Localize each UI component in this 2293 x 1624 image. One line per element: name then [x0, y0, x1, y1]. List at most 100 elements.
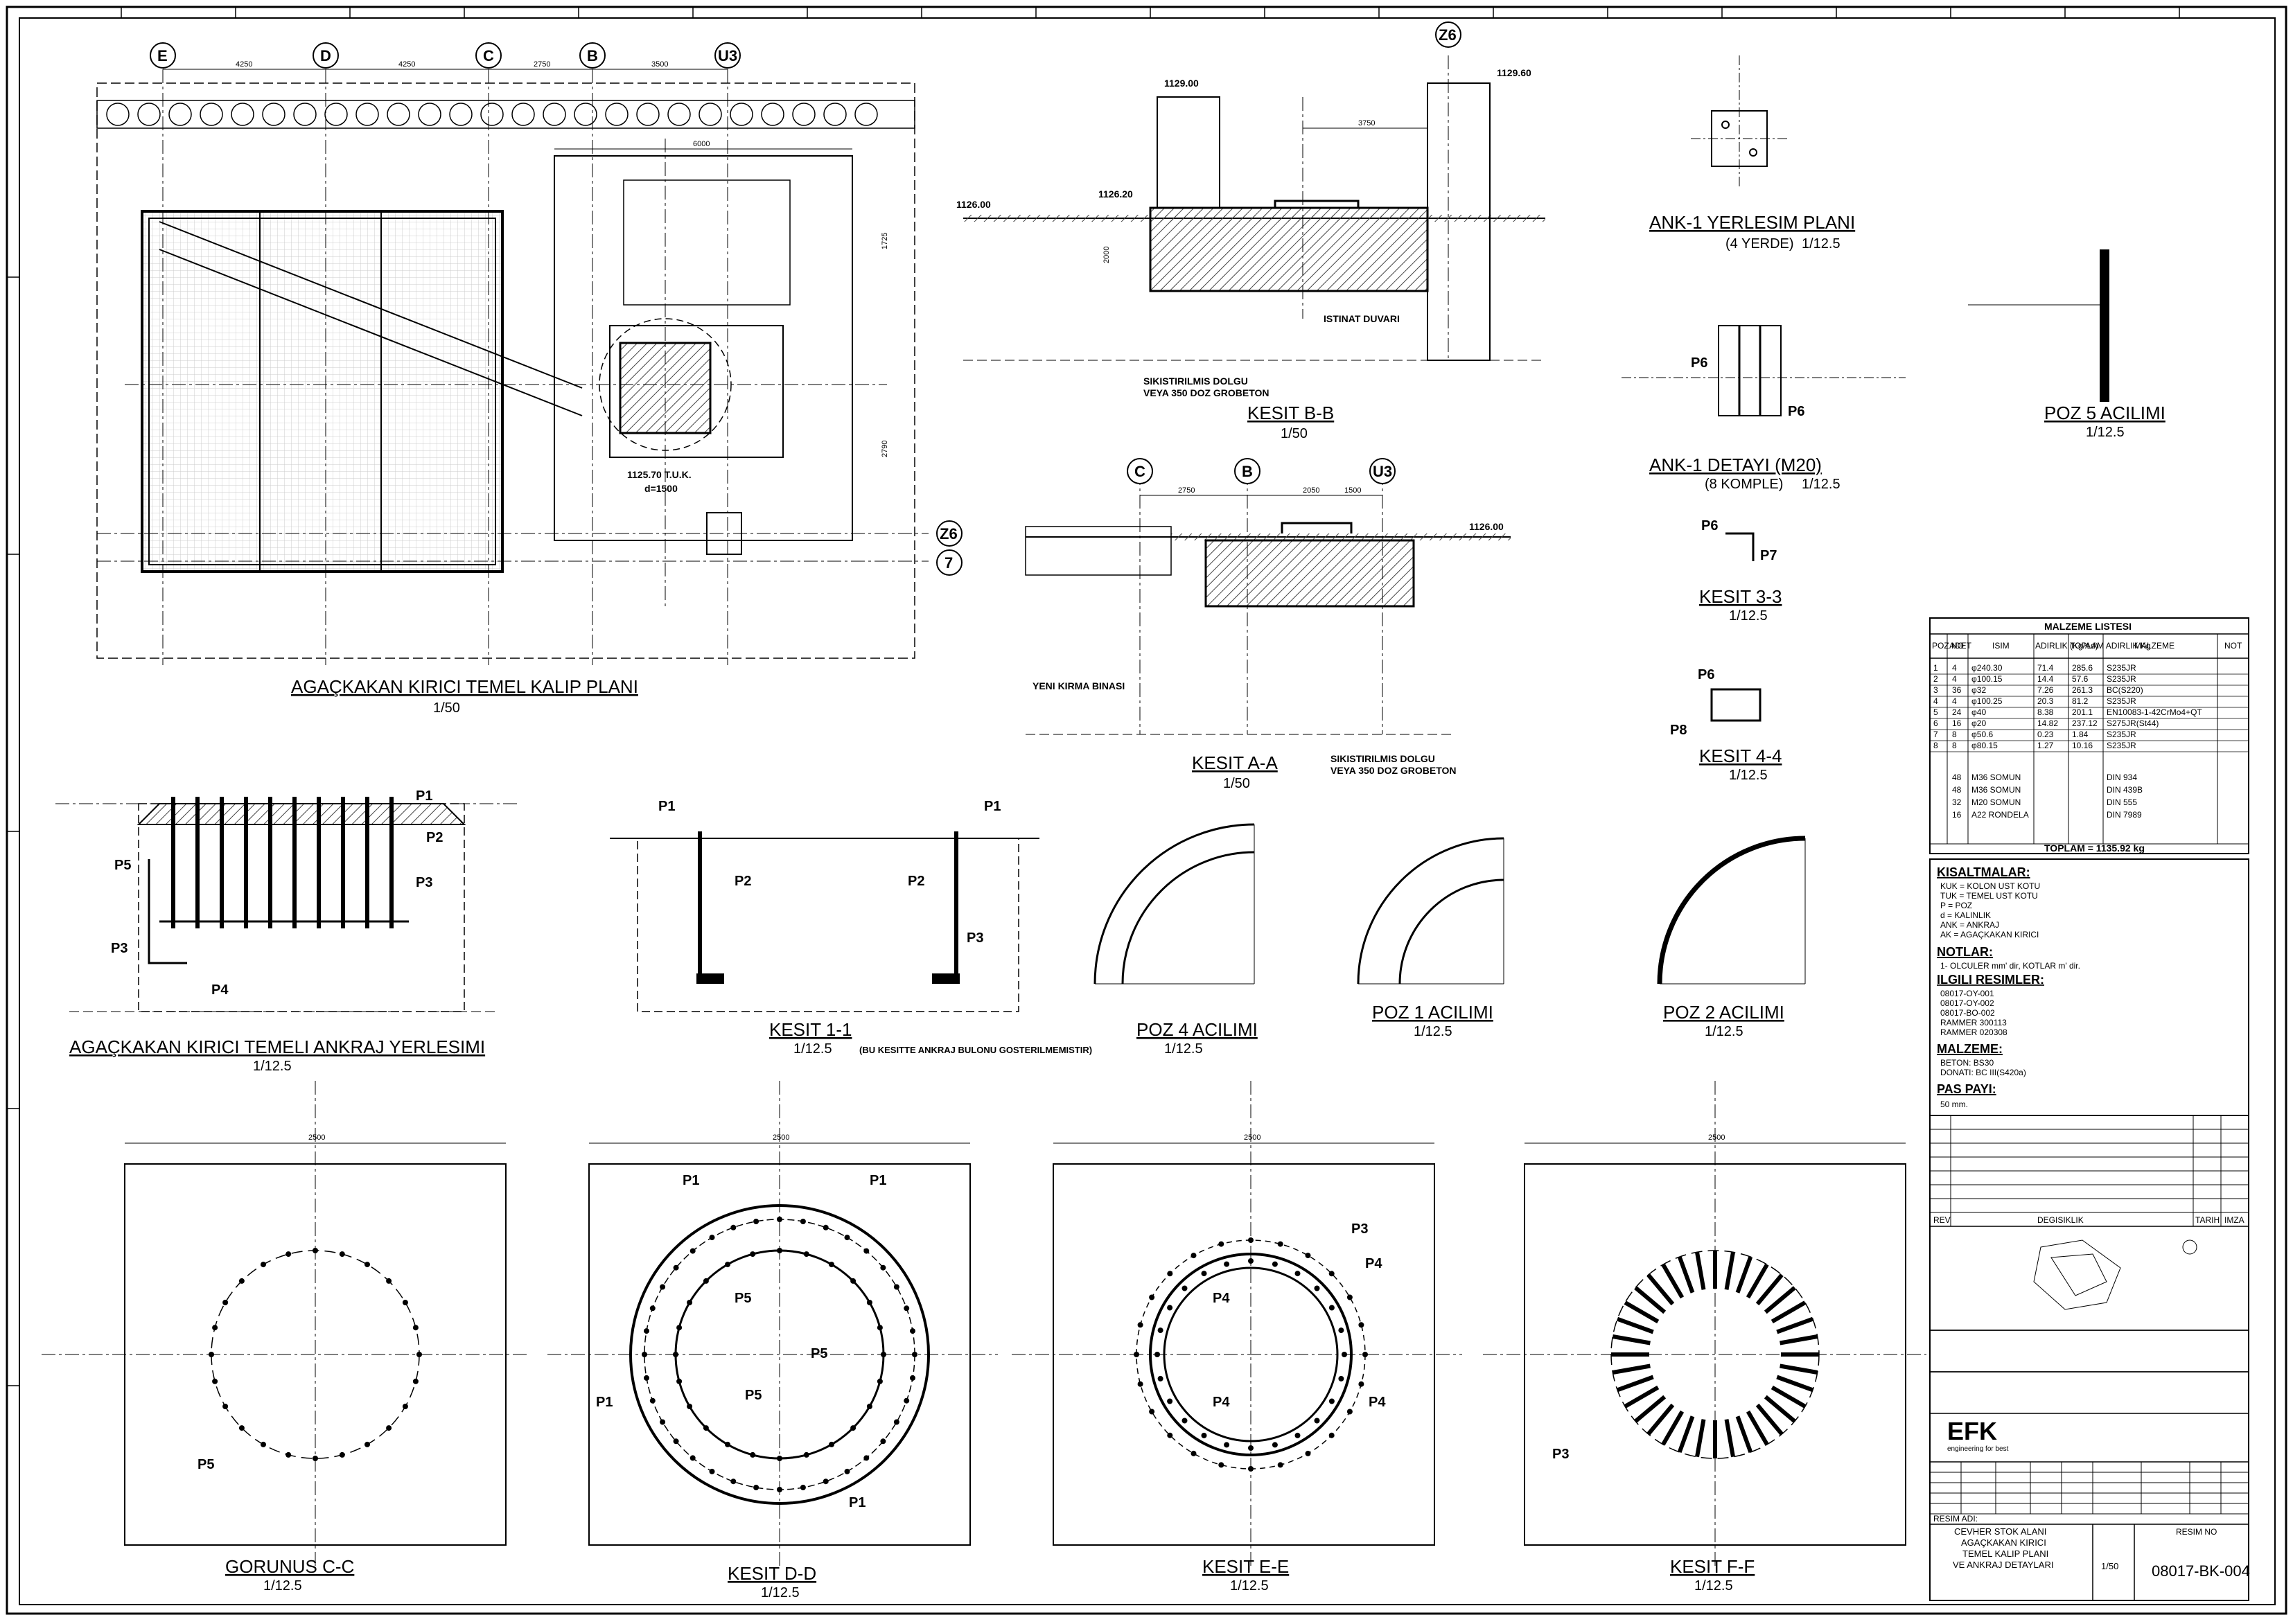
- bolt-mark: [1277, 1462, 1283, 1468]
- pas-title: PAS PAYI:: [1937, 1082, 1996, 1096]
- bolt-mark: [1181, 1285, 1188, 1291]
- dd-p1-c: P1: [596, 1395, 613, 1410]
- cc-title: GORUNUS C-C: [225, 1556, 354, 1577]
- bolt-mark: [829, 1441, 834, 1447]
- plan-rail-circles: [106, 103, 878, 126]
- material-cell: S235JR: [2107, 741, 2136, 750]
- aa-dim-2: 2050: [1303, 486, 1319, 495]
- kesit44-title: KESIT 4-4: [1699, 745, 1782, 766]
- material-extra-cell: 16: [1952, 810, 1962, 820]
- rebar-mark: [1735, 1255, 1753, 1294]
- plan-diameter: d=1500: [644, 483, 678, 494]
- bolt-mark: [649, 1305, 656, 1312]
- rebar-mark: [1724, 1251, 1735, 1290]
- material-cell: S235JR: [2107, 696, 2136, 706]
- k44-p6: P6: [1698, 667, 1714, 682]
- aa-axis-b: B: [1242, 463, 1253, 480]
- material-cell: 36: [1952, 685, 1962, 695]
- kesit-dd-view: 2500 P1 P1 P1 P1 P5 P5 P5 KESIT D-D 1/12…: [547, 1081, 998, 1600]
- bolt-mark: [753, 1485, 759, 1490]
- material-extra-cell: DIN 934: [2107, 773, 2137, 782]
- kesit44-scale: 1/12.5: [1729, 768, 1768, 783]
- bolt-mark: [1277, 1241, 1283, 1247]
- bolt-mark: [777, 1248, 782, 1253]
- bolt-mark: [673, 1352, 678, 1357]
- aa-title: KESIT A-A: [1192, 752, 1278, 773]
- aa-left-wall: [1025, 526, 1172, 576]
- material-cell: 2: [1933, 674, 1938, 684]
- plan-dim-1: 4250: [236, 60, 252, 69]
- material-extra-cell: 48: [1952, 785, 1962, 795]
- bolt-mark: [416, 1352, 422, 1357]
- rebar-mark: [1764, 1395, 1796, 1423]
- poz1-view: POZ 1 ACILIMI 1/12.5: [1357, 837, 1504, 1039]
- axis-c: C: [483, 47, 494, 64]
- material-table-cols: [1930, 634, 2249, 845]
- bolt-mark: [689, 1248, 696, 1254]
- bolt-mark: [1358, 1381, 1364, 1387]
- kesit33-scale: 1/12.5: [1729, 608, 1768, 624]
- bolt-mark: [673, 1264, 679, 1271]
- rebar-mark: [1661, 1263, 1685, 1299]
- bolt-mark: [1328, 1271, 1335, 1277]
- k11-p3: P3: [967, 930, 983, 946]
- ee-p4-c: P4: [1213, 1395, 1230, 1410]
- kesit33-title: KESIT 3-3: [1699, 586, 1782, 607]
- bolt-mark: [703, 1278, 709, 1284]
- bolt-mark: [893, 1284, 899, 1290]
- material-cell: φ40: [1971, 707, 1986, 717]
- bolt-mark: [866, 1404, 872, 1409]
- bolt-mark: [1154, 1352, 1160, 1357]
- bolt-mark: [750, 1451, 756, 1458]
- bolt-mark: [386, 1278, 392, 1284]
- bolt-mark: [800, 1219, 806, 1224]
- bolt-mark: [803, 1451, 809, 1458]
- bolt-mark: [1218, 1462, 1224, 1468]
- ank1-p6-a: P6: [1691, 355, 1707, 371]
- key-plan-sketch: [2033, 1239, 2197, 1310]
- poz2-title: POZ 2 ACILIMI: [1663, 1002, 1784, 1023]
- ilgili-4: RAMMER 020308: [1940, 1027, 2008, 1037]
- company-logo: EFK engineering for best: [1947, 1417, 2009, 1453]
- resim-no-label: RESIM NO: [2176, 1527, 2217, 1537]
- bolt-mark: [844, 1468, 850, 1474]
- ankraj-p5: P5: [114, 858, 131, 873]
- k11-p1-left: P1: [658, 799, 675, 814]
- bolt-mark: [1201, 1432, 1207, 1438]
- company-sub: engineering for best: [1947, 1445, 2009, 1453]
- material-cell: BC(S220): [2107, 685, 2143, 695]
- bolt-mark: [1342, 1352, 1347, 1357]
- bolt-mark: [1346, 1294, 1353, 1300]
- bolt-mark: [1294, 1271, 1301, 1277]
- dd-dim-w: 2500: [773, 1133, 789, 1142]
- ilgili-3: RAMMER 300113: [1940, 1018, 2007, 1027]
- material-cell: 10.16: [2072, 741, 2093, 750]
- material-cell: S235JR: [2107, 730, 2136, 739]
- bolt-mark: [877, 1378, 883, 1384]
- kisalt-1: TUK = TEMEL UST KOTU: [1940, 891, 2038, 901]
- section-bb: Z6 1129.00 1126.00 1126.20 1129.60 3750 …: [956, 21, 1545, 441]
- bb-note-1: SIKISTIRILMIS DOLGU: [1143, 376, 1248, 387]
- material-cell: 14.4: [2037, 674, 2054, 684]
- rebar-mark: [1776, 1316, 1814, 1334]
- bb-title: KESIT B-B: [1247, 403, 1334, 423]
- bolt-mark: [1272, 1442, 1278, 1448]
- bolt-mark: [1328, 1432, 1335, 1438]
- rebar-mark: [1677, 1415, 1695, 1454]
- plan-outline-dashed: [96, 82, 915, 659]
- bolt-mark: [844, 1235, 850, 1241]
- bolt-mark: [1201, 1271, 1207, 1277]
- malz-title: MALZEME:: [1937, 1042, 2003, 1056]
- material-cell: φ240.30: [1971, 663, 2003, 673]
- ee-title: KESIT E-E: [1202, 1556, 1289, 1577]
- ankraj-p3: P3: [111, 941, 128, 956]
- bolt-mark: [687, 1404, 693, 1409]
- ilgili-2: 08017-BO-002: [1940, 1008, 1995, 1018]
- bolt-mark: [1191, 1450, 1197, 1456]
- gorunus-cc-view: 2500 P5 GORUNUS C-C 1/12.5: [42, 1081, 527, 1594]
- k11-p2-right: P2: [908, 874, 924, 889]
- bb-axis-z6: Z6: [1439, 26, 1457, 44]
- material-extra-cell: 32: [1952, 797, 1962, 807]
- bolt-mark: [881, 1352, 886, 1357]
- bb-span: 3750: [1358, 119, 1375, 127]
